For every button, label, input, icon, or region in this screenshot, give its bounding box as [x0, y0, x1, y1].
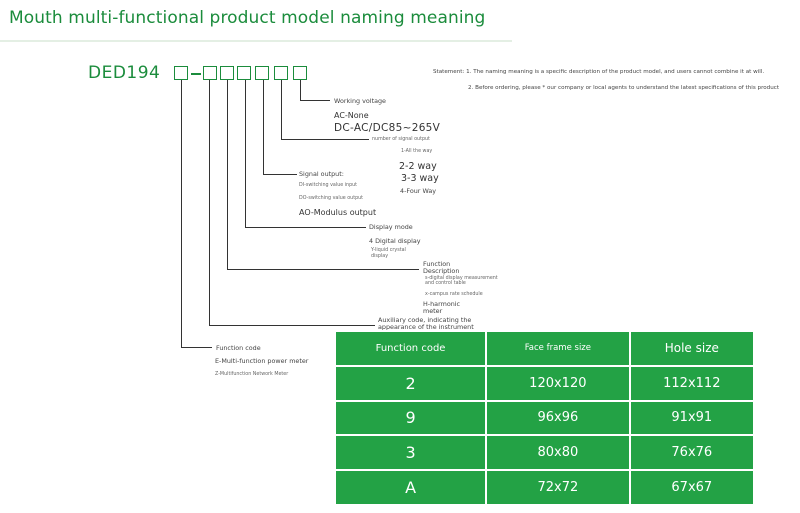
code-box-description — [220, 66, 234, 80]
connector-signal-v — [263, 80, 265, 175]
connector-count-v — [281, 80, 283, 140]
signal-count-label: number of signal output — [372, 137, 430, 142]
signal-count-4: 4-Four Way — [400, 187, 437, 195]
cell-code: 9 — [336, 401, 486, 435]
code-box-count — [274, 66, 288, 80]
table-header-row: Function code Face frame size Hole size — [336, 332, 753, 365]
cell-face-frame: 96x96 — [487, 401, 629, 435]
connector-display-h — [245, 227, 366, 229]
connector-voltage-h — [300, 100, 330, 102]
table-row: 9 96x96 91x91 — [336, 401, 753, 435]
connector-description-h — [227, 269, 419, 271]
cell-face-frame: 72x72 — [487, 471, 629, 504]
connector-function-h — [181, 347, 212, 349]
display-mode-digital: 4 Digital display — [369, 237, 421, 245]
cell-face-frame: 80x80 — [487, 436, 629, 470]
model-prefix: DED194 — [88, 63, 161, 83]
signal-output-label: Signal output: — [299, 170, 344, 178]
auxiliary-code-line-1: Auxiliary code, indicating the — [378, 316, 472, 324]
table-row: 2 120x120 112x112 — [336, 366, 753, 400]
working-voltage-ac: AC-None — [334, 111, 369, 120]
code-box-function — [174, 66, 188, 80]
signal-output-di: DI-switching value input — [299, 183, 358, 188]
code-box-auxiliary — [203, 66, 217, 80]
display-mode-lcd-1: Y-liquid crystal — [371, 248, 406, 253]
signal-output-do: DO-switching value output — [299, 196, 364, 201]
connector-display-v — [245, 80, 247, 228]
connector-auxiliary-h — [209, 325, 375, 327]
size-table: Function code Face frame size Hole size … — [334, 330, 755, 506]
signal-output-ao: AO-Modulus output — [299, 208, 377, 217]
cell-code: A — [336, 471, 486, 504]
connector-voltage-v — [300, 80, 302, 101]
connector-signal-h — [263, 174, 297, 176]
cell-code: 3 — [336, 436, 486, 470]
signal-count-2: 2-2 way — [399, 161, 437, 172]
code-box-signal — [255, 66, 269, 80]
function-description-h-2: meter — [423, 307, 443, 315]
cell-hole: 91x91 — [630, 401, 753, 435]
auxiliary-code-line-2: appearance of the instrument — [378, 323, 474, 331]
function-code-label: Function code — [216, 344, 261, 352]
working-voltage-label: Working voltage — [334, 97, 386, 105]
signal-count-3: 3-3 way — [401, 173, 439, 184]
display-mode-lcd-2: display — [371, 254, 389, 259]
working-voltage-dc: DC-AC/DC85~265V — [334, 122, 441, 134]
cell-hole: 76x76 — [630, 436, 753, 470]
connector-auxiliary-v — [209, 80, 211, 326]
statement-line-1: Statement: 1. The naming meaning is a sp… — [433, 69, 765, 75]
connector-function-v — [181, 80, 183, 348]
code-dash — [191, 73, 201, 75]
function-description-label-2: Description — [423, 267, 460, 275]
statement-line-2: 2. Before ordering, please * our company… — [468, 85, 780, 91]
signal-count-1: 1-All the way — [401, 149, 433, 154]
title-bar — [0, 0, 512, 42]
header-hole-size: Hole size — [630, 332, 753, 365]
header-function-code: Function code — [336, 332, 486, 365]
function-description-x: x-campus rate schedule — [425, 292, 483, 297]
function-description-s-2: and control table — [425, 281, 466, 286]
cell-hole: 67x67 — [630, 471, 753, 504]
connector-description-v — [227, 80, 229, 270]
cell-code: 2 — [336, 366, 486, 400]
connector-count-h — [281, 139, 369, 141]
function-description-label-1: Function — [423, 260, 451, 268]
page-title: Mouth multi-functional product model nam… — [9, 8, 486, 28]
function-code-z: Z-Multifunction Network Meter — [215, 372, 289, 377]
display-mode-label: Display mode — [369, 223, 413, 231]
header-face-frame-size: Face frame size — [487, 332, 629, 365]
table-row: A 72x72 67x67 — [336, 471, 753, 504]
function-description-s-1: s-digital display measurement — [425, 276, 498, 281]
function-description-h-1: H-harmonic — [423, 300, 461, 308]
function-code-e: E-Multi-function power meter — [215, 357, 309, 365]
table-row: 3 80x80 76x76 — [336, 436, 753, 470]
cell-hole: 112x112 — [630, 366, 753, 400]
cell-face-frame: 120x120 — [487, 366, 629, 400]
code-box-voltage — [293, 66, 307, 80]
code-box-display — [237, 66, 251, 80]
